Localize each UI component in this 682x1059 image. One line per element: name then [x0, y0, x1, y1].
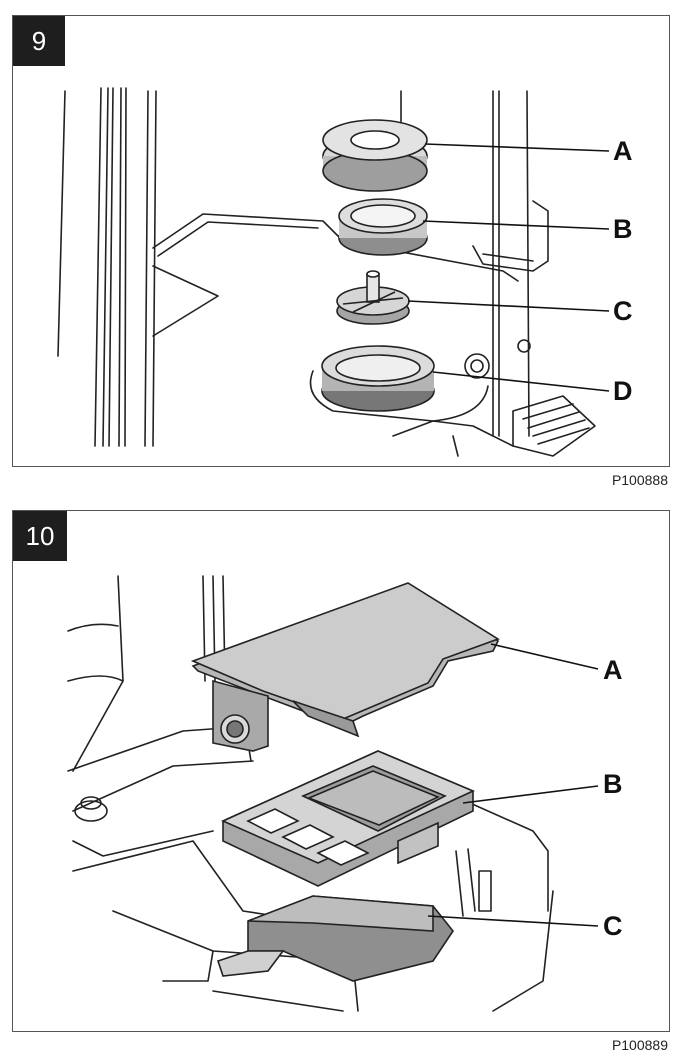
figure-10-panel: 10 A B C [12, 510, 670, 1032]
callout-label-a: A [603, 655, 623, 685]
callout-label-b: B [613, 214, 633, 244]
callout-label-b: B [603, 769, 623, 799]
step-number-badge: 10 [13, 511, 67, 561]
callout-label-d: D [613, 376, 633, 406]
figure-reference-code: P100889 [611, 1037, 668, 1053]
figure-reference-code: P100888 [611, 472, 668, 488]
callout-label-a: A [613, 136, 633, 166]
callout-label-c: C [613, 296, 633, 326]
step-number-badge: 9 [13, 16, 65, 66]
figure-9-illustration [57, 87, 610, 457]
callout-label-c: C [603, 911, 623, 941]
figure-9-panel: 9 A B C D [12, 15, 670, 467]
figure-10-illustration [67, 575, 599, 1012]
